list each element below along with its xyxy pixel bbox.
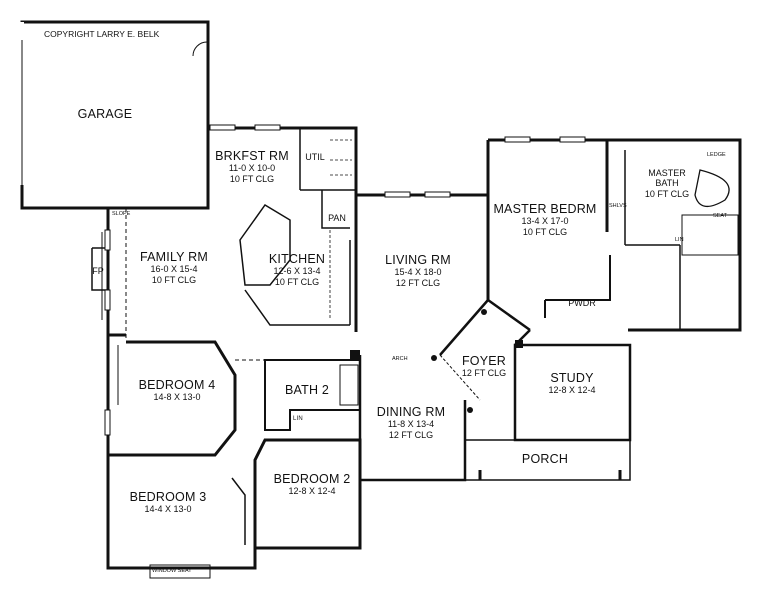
shelves-label: SHLVS xyxy=(609,203,627,209)
arch-label: ARCH xyxy=(392,356,408,362)
room-name: FAMILY RM xyxy=(139,250,209,264)
room-kitchen: KITCHEN 12-6 X 13-4 10 FT CLG xyxy=(269,252,325,287)
kitchen-island xyxy=(239,204,291,286)
room-dining: DINING RM 11-8 X 13-4 12 FT CLG xyxy=(377,405,445,440)
garage-door-swing xyxy=(192,41,208,57)
bath-2-label: BATH 2 xyxy=(284,383,330,397)
room-ceiling: 12 FT CLG xyxy=(395,277,441,288)
master-linen-label: LIN xyxy=(675,237,684,243)
room-ceiling: 10 FT CLG xyxy=(274,276,320,287)
window-seat-label: WINDOW SEAT xyxy=(152,568,192,574)
room-bedroom2: BEDROOM 2 12-8 X 12-4 xyxy=(274,472,351,497)
slope-label: SLOPE xyxy=(112,211,131,217)
room-name: BRKFST RM xyxy=(215,149,289,163)
room-dimensions: 12-6 X 13-4 xyxy=(273,266,321,277)
room-dimensions: 11-0 X 10-0 xyxy=(228,163,276,174)
room-ceiling: 12 FT CLG xyxy=(461,368,507,379)
garage-label: GARAGE xyxy=(77,107,133,121)
room-ceiling: 12 FT CLG xyxy=(388,429,434,440)
pantry-label: PAN xyxy=(328,213,346,223)
copyright-notice: COPYRIGHT LARRY E. BELK xyxy=(44,29,160,39)
room-bedroom3: BEDROOM 3 14-4 X 13-0 xyxy=(130,490,207,515)
seat-label: SEAT xyxy=(713,213,727,219)
room-ceiling: 10 FT CLG xyxy=(151,274,197,285)
room-living: LIVING RM 15-4 X 18-0 12 FT CLG xyxy=(385,253,451,288)
kitchen-counter xyxy=(244,240,351,326)
room-name: BEDROOM 4 xyxy=(138,378,216,392)
room-name: KITCHEN xyxy=(268,252,326,266)
linen-label: LIN xyxy=(293,416,303,422)
room-ceiling: 10 FT CLG xyxy=(229,173,275,184)
util-label: UTIL xyxy=(305,152,325,162)
room-dimensions: 12-8 X 12-4 xyxy=(548,385,596,396)
room-family: FAMILY RM 16-0 X 15-4 10 FT CLG xyxy=(140,250,208,285)
master-bath-walls xyxy=(607,138,742,332)
fireplace-label: FP xyxy=(92,266,104,276)
porch-label: PORCH xyxy=(521,452,569,466)
bedroom-3-walls xyxy=(106,455,257,570)
room-ceiling: 10 FT CLG xyxy=(522,226,568,237)
room-name: DINING RM xyxy=(376,405,446,419)
room-name: MASTER BATH xyxy=(648,168,686,189)
room-name: BEDROOM 2 xyxy=(273,472,351,486)
room-dimensions: 11-8 X 13-4 xyxy=(387,419,435,430)
powder-label: PWDR xyxy=(568,298,596,308)
family-room-walls xyxy=(106,208,126,337)
bath-2-tub xyxy=(339,364,359,406)
room-name: FOYER xyxy=(461,354,507,368)
room-foyer: FOYER 12 FT CLG xyxy=(462,354,506,379)
room-name: LIVING RM xyxy=(385,253,451,267)
pantry-walls xyxy=(321,190,350,229)
room-dimensions: 12-8 X 12-4 xyxy=(288,486,336,497)
arch-posts xyxy=(350,309,523,413)
shower xyxy=(681,214,739,256)
room-dimensions: 13-4 X 17-0 xyxy=(521,216,569,227)
window-seat xyxy=(149,564,211,579)
room-dimensions: 14-4 X 13-0 xyxy=(144,504,192,515)
room-name: STUDY xyxy=(550,371,594,385)
room-ceiling: 10 FT CLG xyxy=(644,188,690,199)
room-dimensions: 15-4 X 18-0 xyxy=(394,267,442,278)
room-dimensions: 16-0 X 15-4 xyxy=(150,264,198,275)
room-name: BEDROOM 3 xyxy=(129,490,207,504)
windows xyxy=(104,124,586,436)
porch-walls xyxy=(465,439,631,481)
room-brkfst: BRKFST RM 11-0 X 10-0 10 FT CLG xyxy=(215,149,289,184)
ledge-label: LEDGE xyxy=(707,152,726,158)
powder-walls xyxy=(544,255,611,318)
room-study: STUDY 12-8 X 12-4 xyxy=(548,371,595,396)
room-dimensions: 14-8 X 13-0 xyxy=(153,392,201,403)
room-name: MASTER BEDRM xyxy=(493,202,597,216)
bedroom-2-walls xyxy=(253,438,362,550)
bathtub xyxy=(694,169,730,207)
room-master: MASTER BEDRM 13-4 X 17-0 10 FT CLG xyxy=(493,202,596,237)
room-masterbath: MASTER BATH 10 FT CLG xyxy=(644,168,690,199)
room-bedroom4: BEDROOM 4 14-8 X 13-0 xyxy=(139,378,216,403)
